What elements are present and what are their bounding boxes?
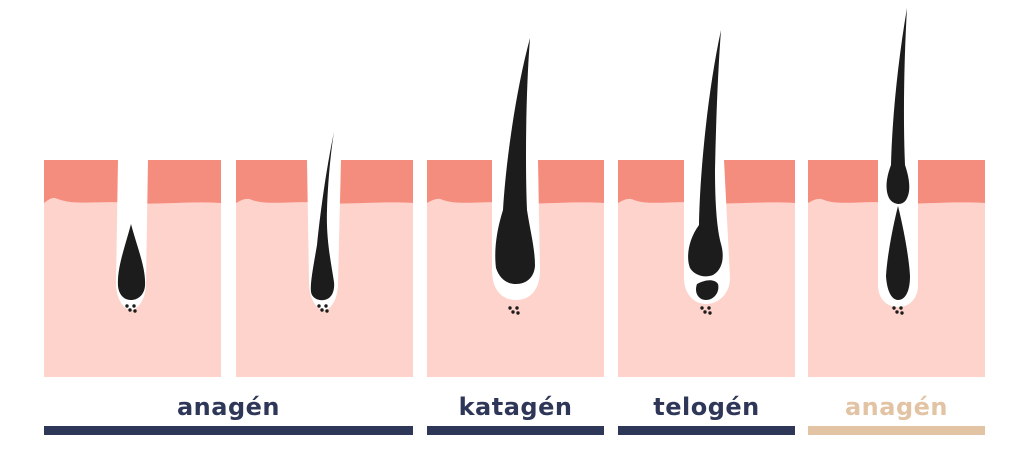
dermal-papilla bbox=[508, 306, 520, 315]
phase-label-anagen: anagén bbox=[176, 393, 281, 421]
hair-bulb bbox=[117, 224, 146, 300]
skin-panel-1 bbox=[44, 160, 221, 377]
dermal-papilla bbox=[317, 304, 329, 313]
dermal-papilla bbox=[892, 306, 904, 315]
skin-panel-4 bbox=[618, 30, 795, 377]
hair-shaft bbox=[688, 30, 723, 277]
phase-label-katagen: katagén bbox=[458, 393, 573, 421]
hair-shaft bbox=[310, 132, 335, 301]
hair-shaft bbox=[495, 38, 535, 284]
phase-label-anagen-next: anagén bbox=[844, 393, 949, 421]
hair-growth-cycle-diagram bbox=[44, 8, 985, 377]
skin-panel-3 bbox=[427, 38, 604, 377]
phase-bar-anagen bbox=[44, 426, 413, 435]
dermal-papilla bbox=[125, 304, 137, 313]
new-hair-bulb bbox=[696, 280, 719, 300]
old-club-hair bbox=[886, 8, 910, 204]
new-hair-shaft bbox=[886, 206, 910, 300]
dermal-papilla bbox=[700, 306, 712, 315]
skin-panel-5 bbox=[808, 8, 985, 377]
phase-bar-katagen bbox=[427, 426, 604, 435]
phase-bar-anagen-next bbox=[808, 426, 985, 435]
phase-label-telogen: telogén bbox=[653, 393, 760, 421]
skin-panel-2 bbox=[236, 132, 413, 377]
phase-bar-telogen bbox=[618, 426, 795, 435]
